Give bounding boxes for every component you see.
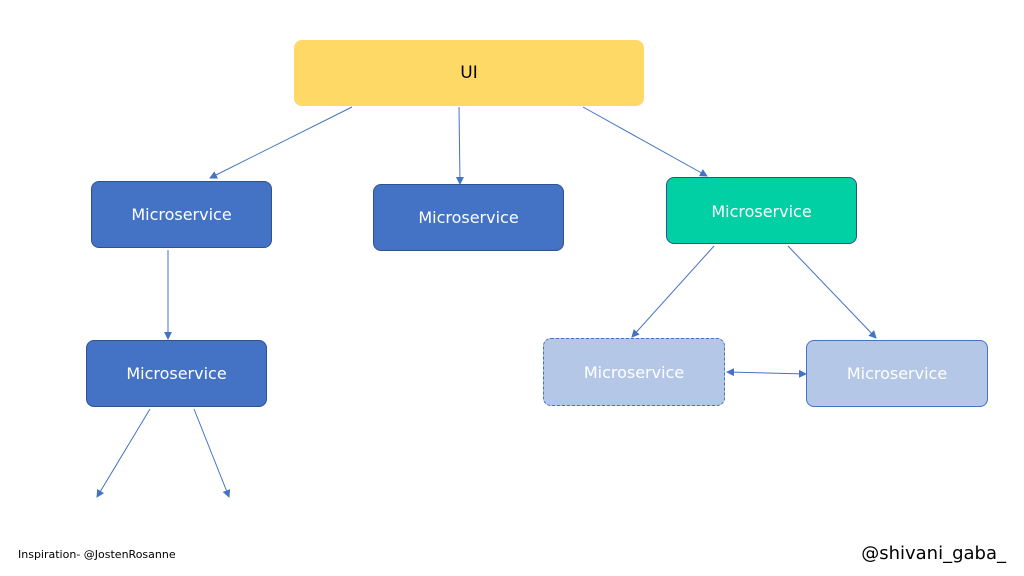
microservice-right-child-dashed-label: Microservice bbox=[583, 362, 685, 382]
arrow-ui-to-right-service bbox=[582, 106, 708, 177]
microservice-middle: Microservice bbox=[373, 184, 564, 251]
microservice-middle-label: Microservice bbox=[418, 208, 519, 227]
author-handle: @shivani_gaba_ bbox=[861, 543, 1006, 564]
microservice-left-child-label: Microservice bbox=[126, 364, 227, 383]
microservice-right-label: Microservice bbox=[711, 202, 812, 221]
microservice-left-label: Microservice bbox=[131, 205, 232, 224]
arrow-left-child-outgoing-1 bbox=[96, 408, 151, 498]
arrow-right-to-dashed-child bbox=[631, 245, 715, 338]
arrow-left-child-outgoing-2 bbox=[193, 408, 231, 498]
microservice-right: Microservice bbox=[666, 177, 857, 244]
inspiration-credit: Inspiration- @JostenRosanne bbox=[18, 548, 176, 561]
microservice-right-child-dashed: Microservice bbox=[543, 338, 725, 406]
ui-node: UI bbox=[294, 40, 644, 106]
microservice-right-child-solid-label: Microservice bbox=[846, 364, 948, 383]
arrow-ui-to-left-service bbox=[209, 106, 353, 179]
arrow-ui-to-middle-service bbox=[455, 106, 464, 185]
microservice-left: Microservice bbox=[91, 181, 272, 248]
arrow-right-to-solid-child bbox=[787, 245, 877, 339]
ui-node-label: UI bbox=[460, 63, 478, 83]
microservice-left-child: Microservice bbox=[86, 340, 267, 407]
arrow-bidirectional-children bbox=[726, 368, 807, 378]
microservice-right-child-solid: Microservice bbox=[806, 340, 988, 407]
